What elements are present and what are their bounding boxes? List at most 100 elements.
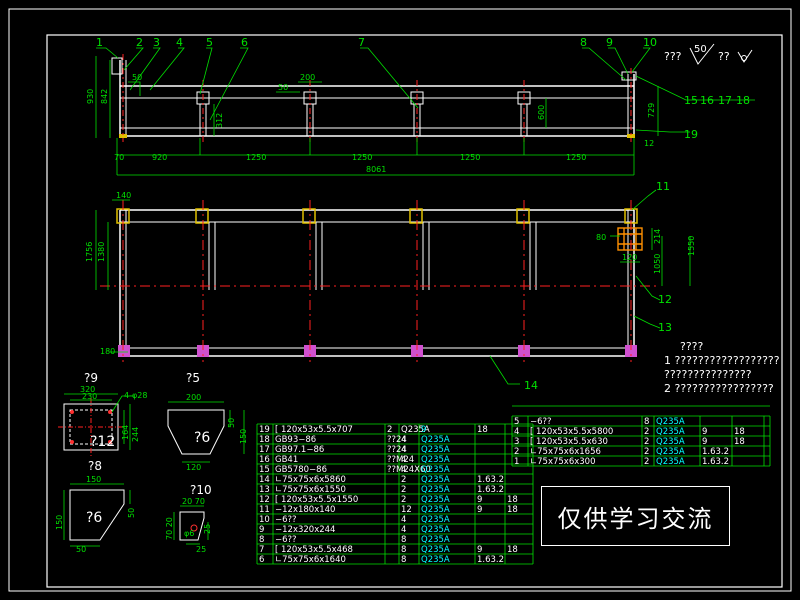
balloon-16: 16 [700, 94, 714, 107]
bom-cell: −6?? [275, 515, 297, 525]
bom-cell: [ 120x53x5.5x707 [275, 425, 353, 435]
dim-930: 930 [86, 89, 95, 104]
bom-cell: 17 [259, 445, 270, 455]
detail-10-2070: 20 70 [182, 497, 205, 506]
bom-cell: Q235A [421, 555, 450, 565]
dim-span-1: 920 [152, 153, 167, 162]
bom-cell: 2 [401, 485, 406, 495]
bom-cell: 16 [259, 455, 270, 465]
detail-9-title: ?9 [84, 371, 98, 385]
dim-1550: 1550 [687, 236, 696, 256]
balloon-9: 9 [606, 36, 613, 49]
bom-cell: 11 [259, 505, 270, 515]
bom-cell: [ 120x53x5.5x5800 [530, 427, 613, 437]
bom-cell: ??24 [387, 435, 407, 445]
bom-cell: 9 [477, 495, 482, 505]
dim-842: 842 [100, 89, 109, 104]
bom-cell: 8 [401, 545, 406, 555]
bom-cell: Q235A [421, 455, 450, 465]
dim-312: 312 [215, 113, 224, 128]
bom-cell: 10 [259, 515, 270, 525]
bom-cell: GB97.1−86 [275, 445, 324, 455]
detail-9-244: 244 [131, 427, 140, 442]
bom-cell: 12 [259, 495, 270, 505]
bom-cell: 18 [507, 545, 518, 555]
bom-cell: −12x180x140 [275, 505, 335, 515]
balloon-18: 18 [736, 94, 750, 107]
balloon-5: 5 [206, 36, 213, 49]
bom-cell: 1.63.2 [477, 555, 504, 565]
detail-5-50: 50 [227, 418, 236, 428]
balloon-6: 6 [241, 36, 248, 49]
bom-cell: 7 [259, 545, 264, 555]
dim-1756: 1756 [85, 242, 94, 262]
bom-cell: ∟75x75x6x5860 [275, 475, 346, 485]
detail-10-25a: 25 [203, 524, 212, 534]
bom-cell: 2 [514, 447, 519, 457]
bom-cell: Q235A [421, 525, 450, 535]
bom-right-table [511, 405, 771, 467]
bom-cell: Q235A [421, 465, 450, 475]
bom-cell: 2 [644, 427, 649, 437]
bom-cell: 9 [702, 437, 707, 447]
detail-9-holes: 4-φ28 [124, 391, 147, 400]
bom-cell: 9 [477, 505, 482, 515]
bom-cell: [ 120x53x5.5x1550 [275, 495, 358, 505]
bom-cell: 2 [401, 495, 406, 505]
bom-cell: 8 [644, 417, 649, 427]
bom-cell: GB41 [275, 455, 298, 465]
detail-10-title: ?10 [190, 483, 212, 497]
dim-1380: 1380 [97, 242, 106, 262]
bom-cell: 8 [401, 535, 406, 545]
bom-cell: 9 [421, 425, 426, 435]
bom-cell: 8 [401, 555, 406, 565]
bom-cell: 14 [259, 475, 270, 485]
detail-view-10 [173, 505, 209, 545]
dim-214: 214 [653, 229, 662, 244]
detail-5-title: ?5 [186, 371, 200, 385]
bom-cell: 19 [259, 425, 270, 435]
bom-cell: 4 [401, 515, 406, 525]
bom-cell: 18 [507, 505, 518, 515]
bom-cell: ∟75x75x6x1656 [530, 447, 601, 457]
balloon-15: 15 [684, 94, 698, 107]
dim-120: 120 [622, 253, 637, 262]
bom-cell: 18 [507, 495, 518, 505]
notes-heading: ???? [680, 340, 704, 353]
detail-5-200: 200 [186, 393, 201, 402]
bom-cell: Q235A [656, 447, 685, 457]
balloon-19: 19 [684, 128, 698, 141]
bom-cell: 2 [644, 447, 649, 457]
bom-cell: ??M24 [387, 455, 414, 465]
detail-view-8 [63, 483, 131, 547]
bom-left-table [256, 423, 534, 565]
bom-cell: 2 [401, 475, 406, 485]
bom-cell: GB93−86 [275, 435, 316, 445]
balloon-17: 17 [718, 94, 732, 107]
outer-frame [8, 8, 792, 592]
bom-cell: 2 [387, 425, 392, 435]
detail-5-150: 150 [239, 429, 248, 444]
dim-729: 729 [647, 103, 656, 118]
bom-cell: 18 [259, 435, 270, 445]
bom-cell: 8 [259, 535, 264, 545]
detail-10-7020: 70 20 [165, 517, 174, 540]
bom-cell: Q235A [421, 485, 450, 495]
bom-cell: 9 [477, 545, 482, 555]
bom-cell: 4 [401, 465, 406, 475]
balloon-14: 14 [524, 379, 538, 392]
detail-8-50a: 50 [127, 508, 136, 518]
bom-cell: −6?? [275, 535, 297, 545]
bom-cell: [ 120x53x5.5x468 [275, 545, 353, 555]
balloon-12: 12 [658, 293, 672, 306]
dim-80: 80 [596, 233, 606, 242]
bom-cell: Q235A [401, 425, 430, 435]
bom-cell: 2 [644, 437, 649, 447]
detail-5-mark: ?6 [194, 430, 210, 446]
watermark-stamp: 仅供学习交流 [541, 486, 730, 546]
bom-cell: ??M24X60 [387, 465, 431, 475]
dim-span-3: 1250 [352, 153, 372, 162]
detail-9-230: 230 [82, 392, 97, 401]
bom-cell: 1 [514, 457, 519, 467]
bom-cell: 18 [734, 437, 745, 447]
